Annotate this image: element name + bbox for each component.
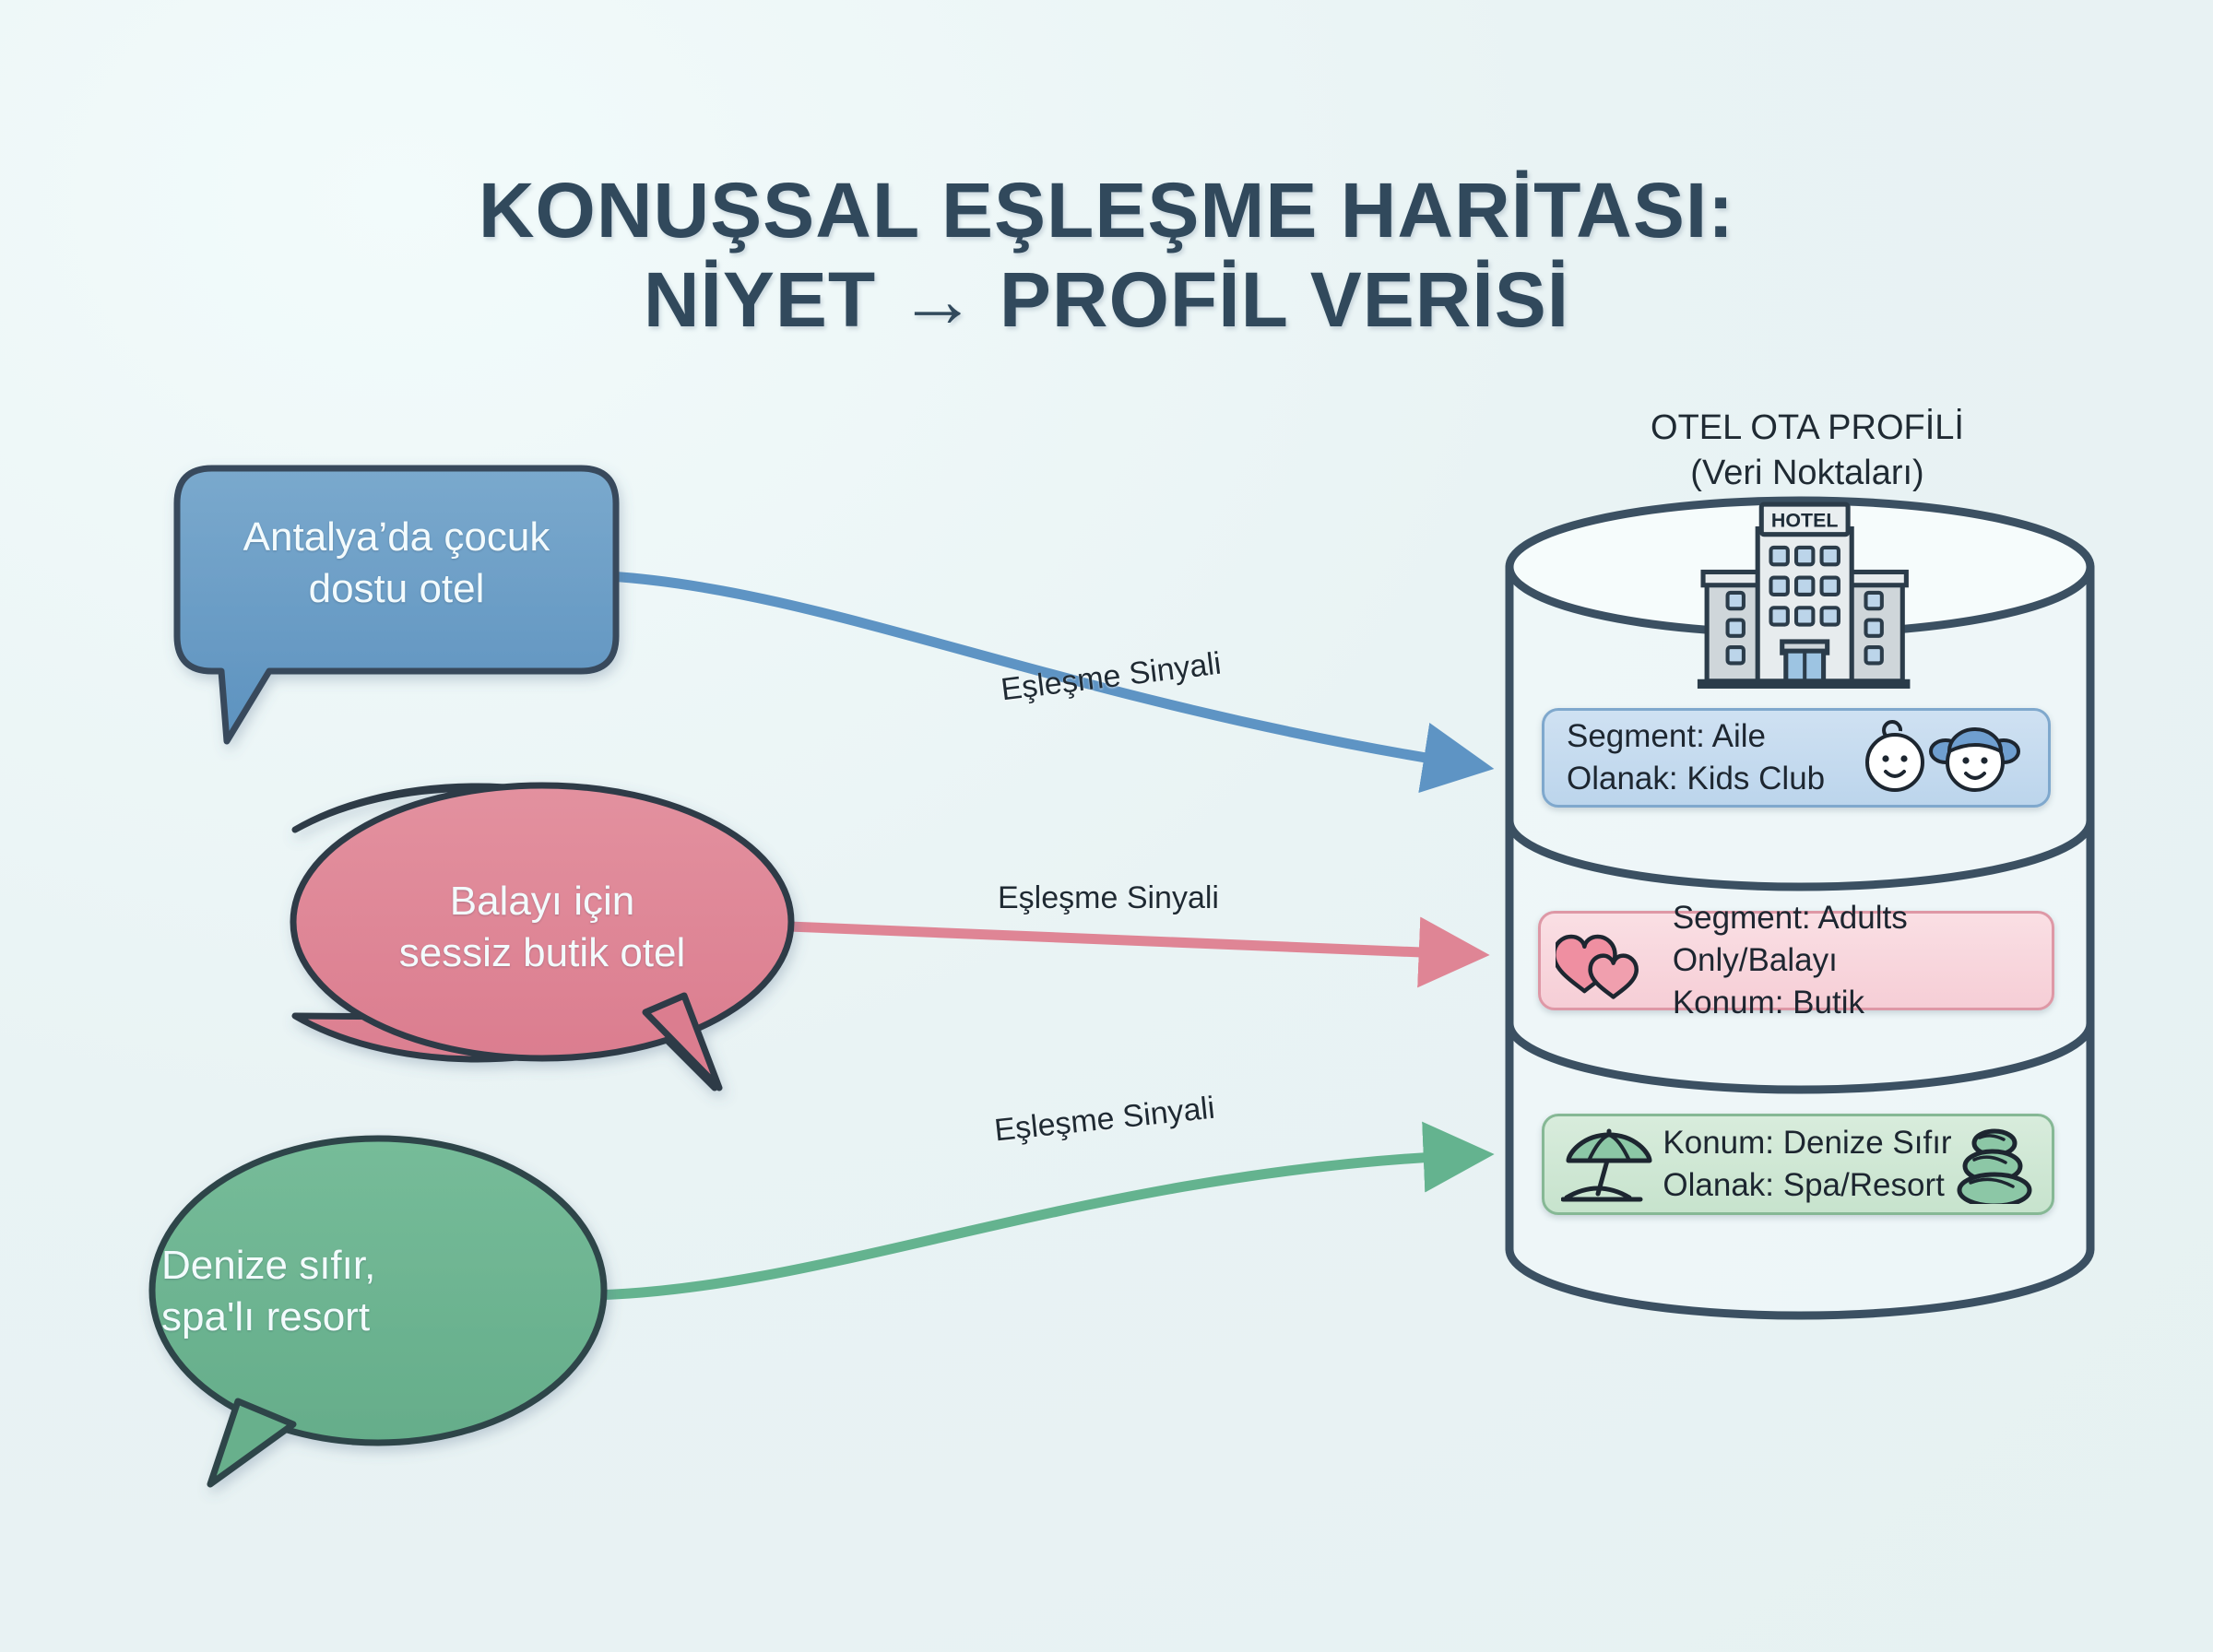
title-line-1: KONUŞSAL EŞLEŞME HARİTASI: [478, 167, 1735, 254]
profile-card-honeymoon[interactable]: Segment: Adults Only/Balayı Konum: Butik [1538, 900, 2054, 1021]
double-heart-icon [1556, 934, 1639, 999]
bubble-blue-label: Antalya’da çocuk dostu otel [243, 514, 550, 612]
hotel-building-icon: HOTEL [1697, 502, 1911, 689]
bubble-pink-label: Balayı için sessiz butik otel [398, 879, 686, 976]
profile-card-family[interactable]: Segment: Aile Olanak: Kids Club [1542, 708, 2051, 808]
profile-card-resort[interactable]: Konum: Denize Sıfır Olanak: Spa/Resort [1542, 1114, 2054, 1215]
title-line-2: NİYET → PROFİL VERİSİ [643, 256, 1570, 344]
spa-stones-icon [1957, 1128, 2032, 1204]
edge-label-pink: Eşleşme Sinyali [998, 880, 1219, 915]
cylinder-divider-1 [1505, 816, 2095, 891]
bubble-green-label: Denize sıfır, spa'lı resort [161, 1243, 376, 1340]
bubble-pink[interactable] [290, 782, 795, 1092]
edge-pink [783, 916, 1490, 988]
profile-card-family-text: Segment: Aile Olanak: Kids Club [1567, 717, 1826, 796]
bubble-blue[interactable] [173, 465, 620, 745]
database-caption: OTEL OTA PROFİLİ (Veri Noktaları) [1475, 406, 2139, 497]
profile-card-honeymoon-text: Segment: Adults Only/Balayı Konum: Butik [1672, 899, 1908, 1021]
beach-umbrella-icon [1561, 1128, 1652, 1202]
database-caption-sub: (Veri Noktaları) [1690, 454, 1924, 493]
hotel-sign-text: HOTEL [1771, 510, 1839, 532]
profile-card-resort-text: Konum: Denize Sıfır Olanak: Spa/Resort [1663, 1124, 1952, 1203]
kids-icons-group [1865, 720, 2020, 792]
edge-blue [603, 571, 1495, 794]
database-caption-main: OTEL OTA PROFİLİ [1651, 408, 1964, 447]
cylinder-divider-2 [1505, 1019, 2095, 1094]
edge-green [585, 1121, 1495, 1301]
baby-face-icon [1865, 720, 1924, 792]
bubble-green[interactable] [148, 1135, 608, 1488]
page-title: KONUŞSAL EŞLEŞME HARİTASI: NİYET → PROFİ… [0, 166, 2213, 346]
girl-face-icon [1929, 727, 2020, 792]
